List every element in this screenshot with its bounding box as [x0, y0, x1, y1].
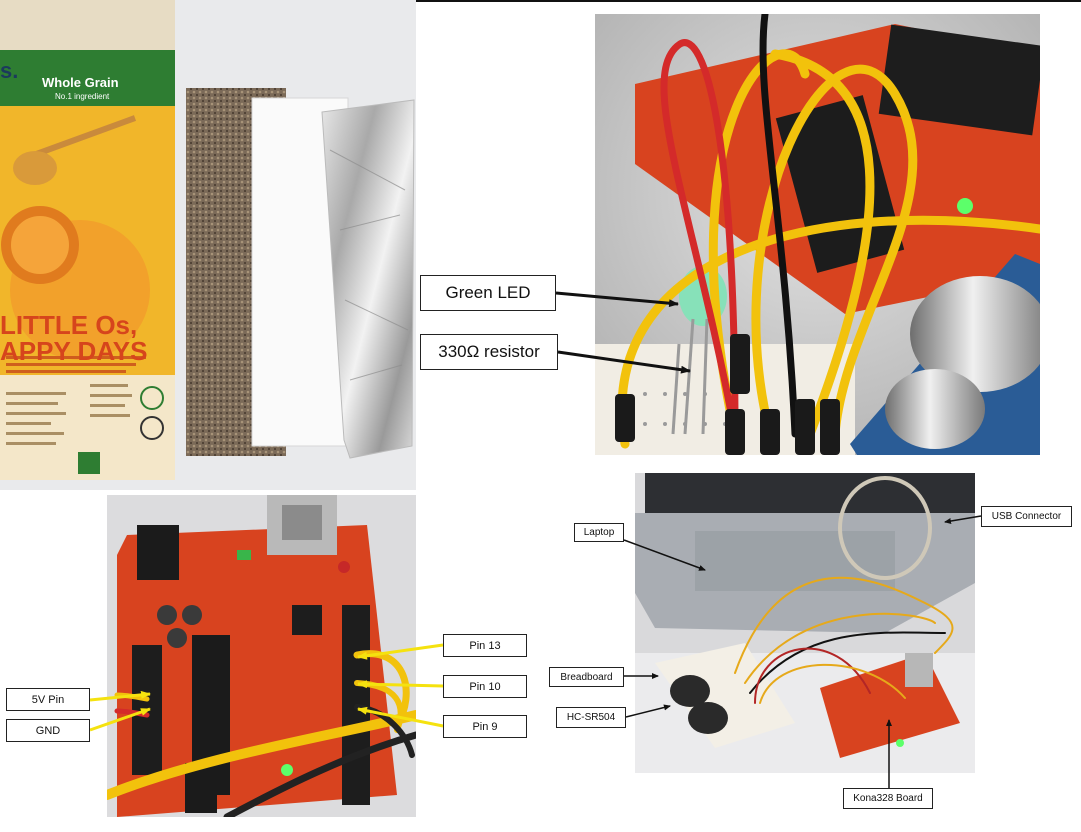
cereal-slogan-1: LITTLE Os,	[0, 310, 137, 340]
cereal-badge: Whole Grain	[42, 75, 119, 90]
led-closeup-illustration	[595, 14, 1040, 455]
kona328-board	[117, 525, 397, 817]
label-green-led: Green LED	[420, 275, 556, 311]
cereal-badge-sub: No.1 ingredient	[55, 92, 110, 101]
board-pins-illustration	[107, 495, 416, 817]
laptop-screen	[645, 473, 975, 513]
label-resistor: 330Ω resistor	[420, 334, 558, 370]
red-wire	[660, 39, 739, 438]
power-led	[281, 764, 293, 776]
sensor-eye-2	[688, 702, 728, 734]
label-hc-sr504: HC-SR504	[556, 707, 626, 728]
black-wire	[759, 14, 799, 438]
cereal-box	[0, 0, 175, 480]
board-led	[957, 198, 973, 214]
usb-cable	[838, 476, 932, 580]
led-closeup-photo	[595, 14, 1040, 455]
label-breadboard: Breadboard	[549, 667, 624, 687]
label-pin9: Pin 9	[443, 715, 527, 738]
surfaces-photo: Whole Grain No.1 ingredient s. LITTLE Os…	[0, 0, 416, 490]
surfaces-illustration: Whole Grain No.1 ingredient s. LITTLE Os…	[0, 0, 416, 490]
board-pins-photo	[107, 495, 416, 817]
label-pin10: Pin 10	[443, 675, 527, 698]
setup-photo	[635, 473, 975, 773]
atmega-chip	[192, 635, 230, 795]
label-gnd: GND	[6, 719, 90, 742]
breadboard	[655, 643, 795, 748]
label-5v-pin: 5V Pin	[6, 688, 90, 711]
sensor-eye-1	[670, 675, 710, 707]
label-laptop: Laptop	[574, 523, 624, 542]
label-kona328-board: Kona328 Board	[843, 788, 933, 809]
top-divider	[415, 0, 1081, 2]
label-usb-connector: USB Connector	[981, 506, 1072, 527]
cereal-slogan-2: APPY DAYS	[0, 336, 147, 366]
label-pin13: Pin 13	[443, 634, 527, 657]
setup-illustration	[635, 473, 975, 773]
cereal-brand-fragment: s.	[0, 58, 18, 83]
